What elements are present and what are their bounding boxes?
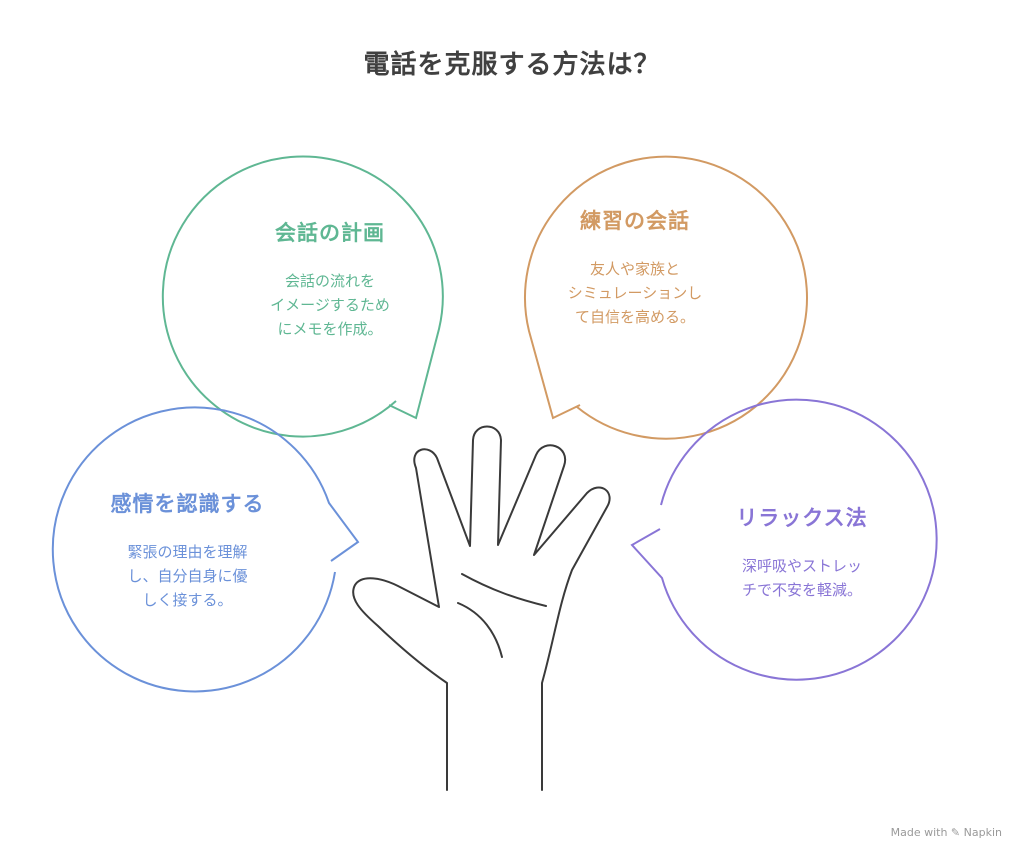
diagram-title: 電話を克服する方法は？ bbox=[363, 50, 661, 80]
palm-line-heart bbox=[461, 573, 547, 607]
bubble-plan-line: イメージするため bbox=[270, 296, 390, 314]
napkin-watermark: Made with ✎ Napkin bbox=[890, 826, 1002, 839]
bubble-emotion-line: しく接する。 bbox=[142, 591, 233, 609]
bubble-relax-body: 深呼吸やストレッ チで不安を軽減。 bbox=[682, 554, 922, 602]
bubble-emotion-text: 感情を認識する 緊張の理由を理解 し、自分自身に優 しく接する。 bbox=[65, 488, 310, 612]
bubble-relax-text: リラックス法 深呼吸やストレッ チで不安を軽減。 bbox=[682, 502, 922, 602]
bubble-emotion-body: 緊張の理由を理解 し、自分自身に優 しく接する。 bbox=[65, 540, 310, 612]
bubble-emotion-heading: 感情を認識する bbox=[110, 492, 265, 516]
bubble-plan-body: 会話の流れを イメージするため にメモを作成。 bbox=[210, 269, 450, 341]
bubble-practice-body: 友人や家族と シミュレーションし て自信を高める。 bbox=[515, 257, 755, 329]
speech-bubble-emotion bbox=[51, 406, 360, 693]
bubble-emotion-line: し、自分自身に優 bbox=[127, 567, 248, 585]
bubble-practice-line: て自信を高める。 bbox=[574, 308, 695, 326]
bubble-emotion-line: 緊張の理由を理解 bbox=[127, 543, 248, 561]
speech-bubble-relax bbox=[630, 398, 938, 681]
bubble-plan-heading: 会話の計画 bbox=[275, 221, 385, 245]
bubble-plan-line: 会話の流れを bbox=[284, 272, 375, 290]
palm-line-head bbox=[457, 602, 503, 658]
hand-icon bbox=[352, 425, 611, 791]
bubble-practice-line: 友人や家族と bbox=[589, 260, 680, 278]
bubble-relax-line: 深呼吸やストレッ bbox=[741, 557, 862, 575]
bubble-practice-line: シミュレーションし bbox=[567, 284, 703, 302]
bubble-plan-text: 会話の計画 会話の流れを イメージするため にメモを作成。 bbox=[210, 217, 450, 341]
bubble-plan-line: にメモを作成。 bbox=[277, 320, 383, 338]
bubble-relax-line: チで不安を軽減。 bbox=[741, 581, 862, 599]
bubble-practice-text: 練習の会話 友人や家族と シミュレーションし て自信を高める。 bbox=[515, 205, 755, 329]
bubble-relax-heading: リラックス法 bbox=[736, 506, 868, 530]
speech-bubble-practice bbox=[524, 155, 808, 440]
bubble-practice-heading: 練習の会話 bbox=[580, 209, 690, 233]
